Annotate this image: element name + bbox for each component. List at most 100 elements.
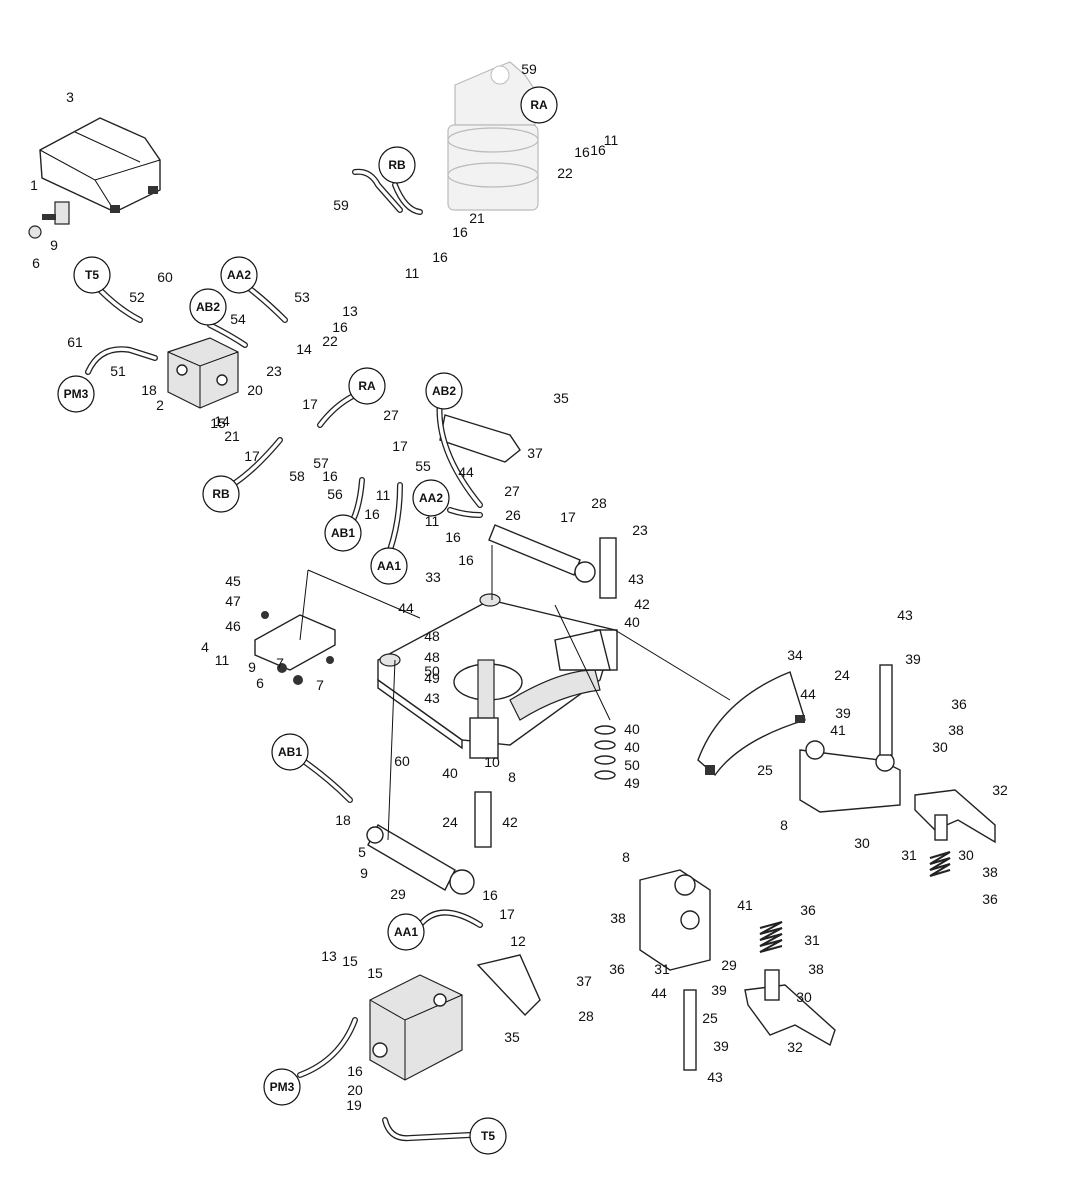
part-number-label: 47 xyxy=(225,593,241,609)
connection-tag: AB2 xyxy=(425,372,463,410)
part-number-label: 27 xyxy=(383,407,399,423)
part-number-label: 41 xyxy=(737,897,753,913)
hydraulic-cylinder-upper xyxy=(488,524,596,583)
part-number-label: 19 xyxy=(346,1097,362,1113)
part-number-label: 16 xyxy=(590,142,606,158)
connection-tag-circle xyxy=(57,375,95,413)
connection-tag: AB1 xyxy=(271,733,309,771)
pivot-arm-lower xyxy=(639,869,711,971)
part-number-label: 30 xyxy=(958,847,974,863)
part-number-label: 39 xyxy=(713,1038,729,1054)
part-number-label: 1 xyxy=(30,177,38,193)
part-number-label: 4 xyxy=(201,639,209,655)
part-number-label: 6 xyxy=(32,255,40,271)
part-number-label: 48 xyxy=(424,649,440,665)
part-number-label: 22 xyxy=(557,165,573,181)
part-number-label: 17 xyxy=(560,509,576,525)
part-number-label: 15 xyxy=(367,965,383,981)
part-number-label: 31 xyxy=(901,847,917,863)
part-number-label: 44 xyxy=(458,464,474,480)
part-number-label: 18 xyxy=(141,382,157,398)
part-number-label: 50 xyxy=(624,757,640,773)
connection-tag-label: AA1 xyxy=(377,559,401,573)
part-number-label: 7 xyxy=(276,655,284,671)
part-number-label: 24 xyxy=(442,814,458,830)
part-number-label: 39 xyxy=(905,651,921,667)
connection-tag-label: RA xyxy=(530,98,548,112)
part-number-label: 31 xyxy=(804,932,820,948)
part-number-label: 29 xyxy=(390,886,406,902)
part-number-label: 40 xyxy=(624,614,640,630)
connection-tag-circle xyxy=(202,475,240,513)
part-number-label: 2 xyxy=(156,397,164,413)
part-number-label: 11 xyxy=(376,487,391,503)
part-number-label: 49 xyxy=(424,670,440,686)
part-number-label: 26 xyxy=(505,507,521,523)
connection-tag: PM3 xyxy=(263,1068,301,1106)
connection-tag-label: PM3 xyxy=(270,1080,295,1094)
connection-tag: T5 xyxy=(469,1117,507,1155)
part-number-label: 38 xyxy=(982,864,998,880)
part-number-labels: 1234566778889991011111111111213131414151… xyxy=(30,61,1008,1113)
part-number-label: 21 xyxy=(469,210,485,226)
part-number-label: 43 xyxy=(628,571,644,587)
part-number-label: 11 xyxy=(604,132,619,148)
connection-tag: RA xyxy=(520,86,558,124)
connection-tag-circle xyxy=(469,1117,507,1155)
part-number-label: 24 xyxy=(834,667,850,683)
part-number-label: 36 xyxy=(609,961,625,977)
part-number-label: 38 xyxy=(610,910,626,926)
part-number-label: 41 xyxy=(830,722,846,738)
connection-tag-label: AB1 xyxy=(331,526,355,540)
part-number-label: 52 xyxy=(129,289,145,305)
part-number-label: 54 xyxy=(230,311,246,327)
connection-tag-circle xyxy=(370,547,408,585)
guard-bracket-lower xyxy=(476,954,541,1017)
part-number-label: 13 xyxy=(321,948,337,964)
part-number-label: 7 xyxy=(316,677,324,693)
part-number-label: 16 xyxy=(452,224,468,240)
part-number-label: 45 xyxy=(225,573,241,589)
part-number-label: 20 xyxy=(247,382,263,398)
connection-tag: AA1 xyxy=(370,547,408,585)
part-number-label: 12 xyxy=(510,933,526,949)
connection-tag-circle xyxy=(271,733,309,771)
rotator-body xyxy=(447,61,539,211)
connection-tag-circle xyxy=(425,372,463,410)
hoses xyxy=(85,168,483,1142)
part-number-label: 60 xyxy=(157,269,173,285)
part-number-label: 16 xyxy=(347,1063,363,1079)
part-number-label: 16 xyxy=(445,529,461,545)
part-number-label: 42 xyxy=(634,596,650,612)
part-number-label: 9 xyxy=(248,659,256,675)
connection-tag: AB2 xyxy=(189,288,227,326)
part-number-label: 17 xyxy=(392,438,408,454)
part-number-label: 16 xyxy=(458,552,474,568)
connection-tag: RB xyxy=(378,146,416,184)
part-number-label: 15 xyxy=(210,415,226,431)
part-number-label: 57 xyxy=(313,455,329,471)
part-number-label: 31 xyxy=(654,961,670,977)
part-number-label: 25 xyxy=(702,1010,718,1026)
mount-bracket-small xyxy=(28,201,70,239)
part-number-label: 17 xyxy=(244,448,260,464)
part-number-label: 44 xyxy=(800,686,816,702)
part-number-label: 37 xyxy=(527,445,543,461)
connection-tag-circle xyxy=(73,256,111,294)
connection-tag-circle xyxy=(263,1068,301,1106)
alignment-lines xyxy=(299,545,731,841)
part-number-label: 27 xyxy=(504,483,520,499)
part-number-label: 25 xyxy=(757,762,773,778)
part-number-label: 38 xyxy=(808,961,824,977)
part-number-label: 50 xyxy=(424,663,440,679)
connection-tag-circle xyxy=(348,367,386,405)
part-number-label: 17 xyxy=(302,396,318,412)
part-number-label: 8 xyxy=(780,817,788,833)
part-number-label: 14 xyxy=(296,341,312,357)
part-number-label: 40 xyxy=(624,721,640,737)
part-number-label: 8 xyxy=(508,769,516,785)
part-number-label: 16 xyxy=(432,249,448,265)
cover-hood xyxy=(39,117,161,213)
